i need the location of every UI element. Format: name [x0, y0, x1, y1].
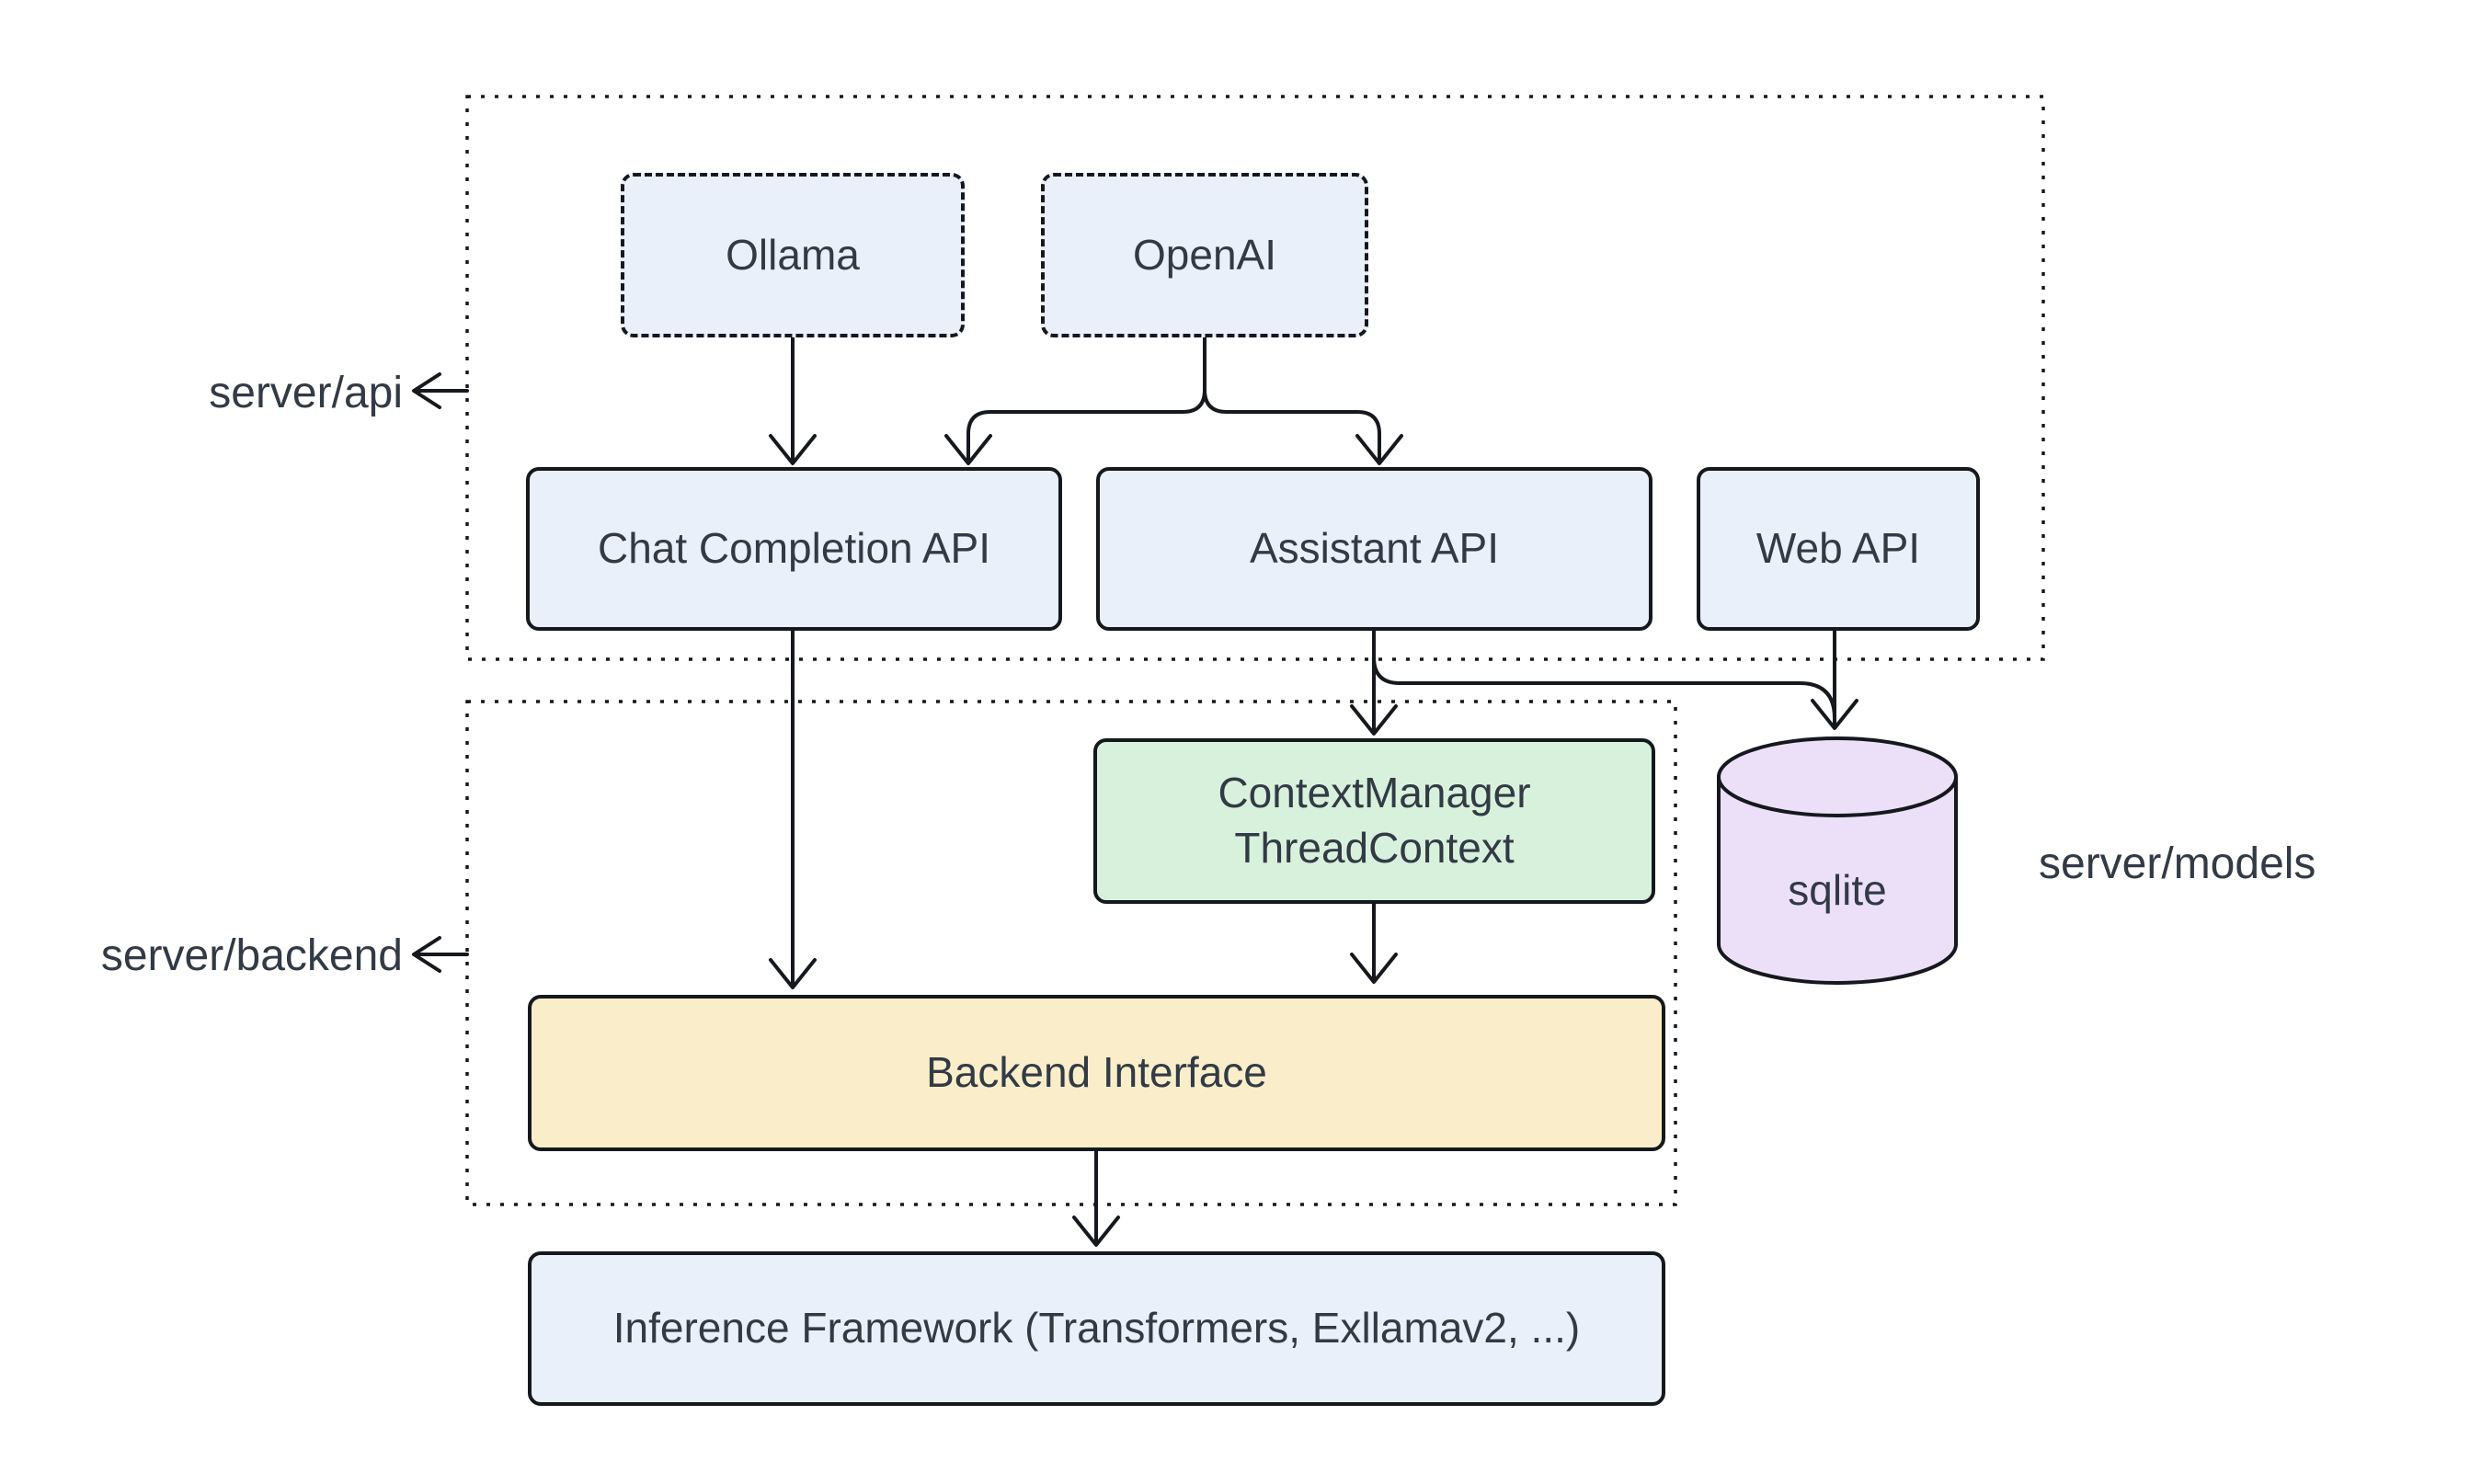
node-backend-interface: Backend Interface [528, 995, 1665, 1151]
node-backend-interface-label: Backend Interface [926, 1048, 1267, 1097]
node-web-api: Web API [1697, 467, 1980, 631]
node-chat-completion-api-label: Chat Completion API [597, 524, 990, 573]
server-api-container [465, 95, 2045, 661]
sqlite-cylinder-top [1717, 736, 1958, 817]
node-ollama: Ollama [621, 173, 965, 337]
arrowhead-icon [1355, 434, 1403, 465]
edge-ollama-to-chat-completion [769, 336, 817, 465]
node-context-manager-line2: ThreadContext [1234, 824, 1515, 872]
sqlite-cylinder [1717, 736, 1958, 985]
edge-openai-to-assistant [1203, 336, 1381, 462]
edge-web-api-to-sqlite [1811, 629, 1858, 730]
server-backend-label-arrow [412, 936, 469, 973]
arrowhead-icon [944, 434, 992, 465]
arrowhead-icon [412, 372, 441, 409]
node-openai: OpenAI [1041, 173, 1368, 337]
node-context-manager-line1: ContextManager [1218, 769, 1531, 817]
node-context-manager: ContextManager ThreadContext [1093, 738, 1655, 904]
sqlite-cylinder-body [1717, 777, 1958, 985]
arrowhead-icon [412, 936, 441, 973]
label-server-models: server/models [2039, 839, 2316, 888]
label-server-backend: server/backend [100, 931, 403, 980]
sqlite-text: sqlite [1788, 866, 1887, 914]
server-api-label-arrow [412, 372, 469, 409]
arrowhead-icon [1072, 1216, 1120, 1247]
edge-assistant-to-sqlite [1372, 642, 1836, 720]
node-web-api-label: Web API [1755, 524, 1921, 573]
node-chat-completion-api: Chat Completion API [526, 467, 1062, 631]
edge-context-manager-to-backend [1350, 902, 1398, 984]
arrowhead-icon [1350, 704, 1398, 736]
node-openai-label: OpenAI [1133, 230, 1276, 279]
edge-backend-to-inference [1072, 1149, 1120, 1247]
node-sqlite-label: sqlite [1718, 855, 1957, 925]
label-server-api: server/api [209, 369, 403, 417]
node-ollama-label: Ollama [726, 230, 860, 279]
arrowhead-icon [1811, 699, 1858, 730]
node-assistant-api-label: Assistant API [1249, 524, 1499, 573]
edge-openai-fork [944, 336, 1403, 465]
edge-openai-to-chat-completion [966, 336, 1206, 462]
node-inference-framework: Inference Framework (Transformers, Exlla… [528, 1251, 1665, 1406]
arrowhead-icon [769, 434, 817, 465]
node-inference-framework-label: Inference Framework (Transformers, Exlla… [612, 1304, 1581, 1353]
node-assistant-api: Assistant API [1096, 467, 1652, 631]
arrowhead-icon [1350, 953, 1398, 984]
arrowhead-icon [769, 958, 817, 989]
edge-chat-completion-to-backend [769, 629, 817, 989]
